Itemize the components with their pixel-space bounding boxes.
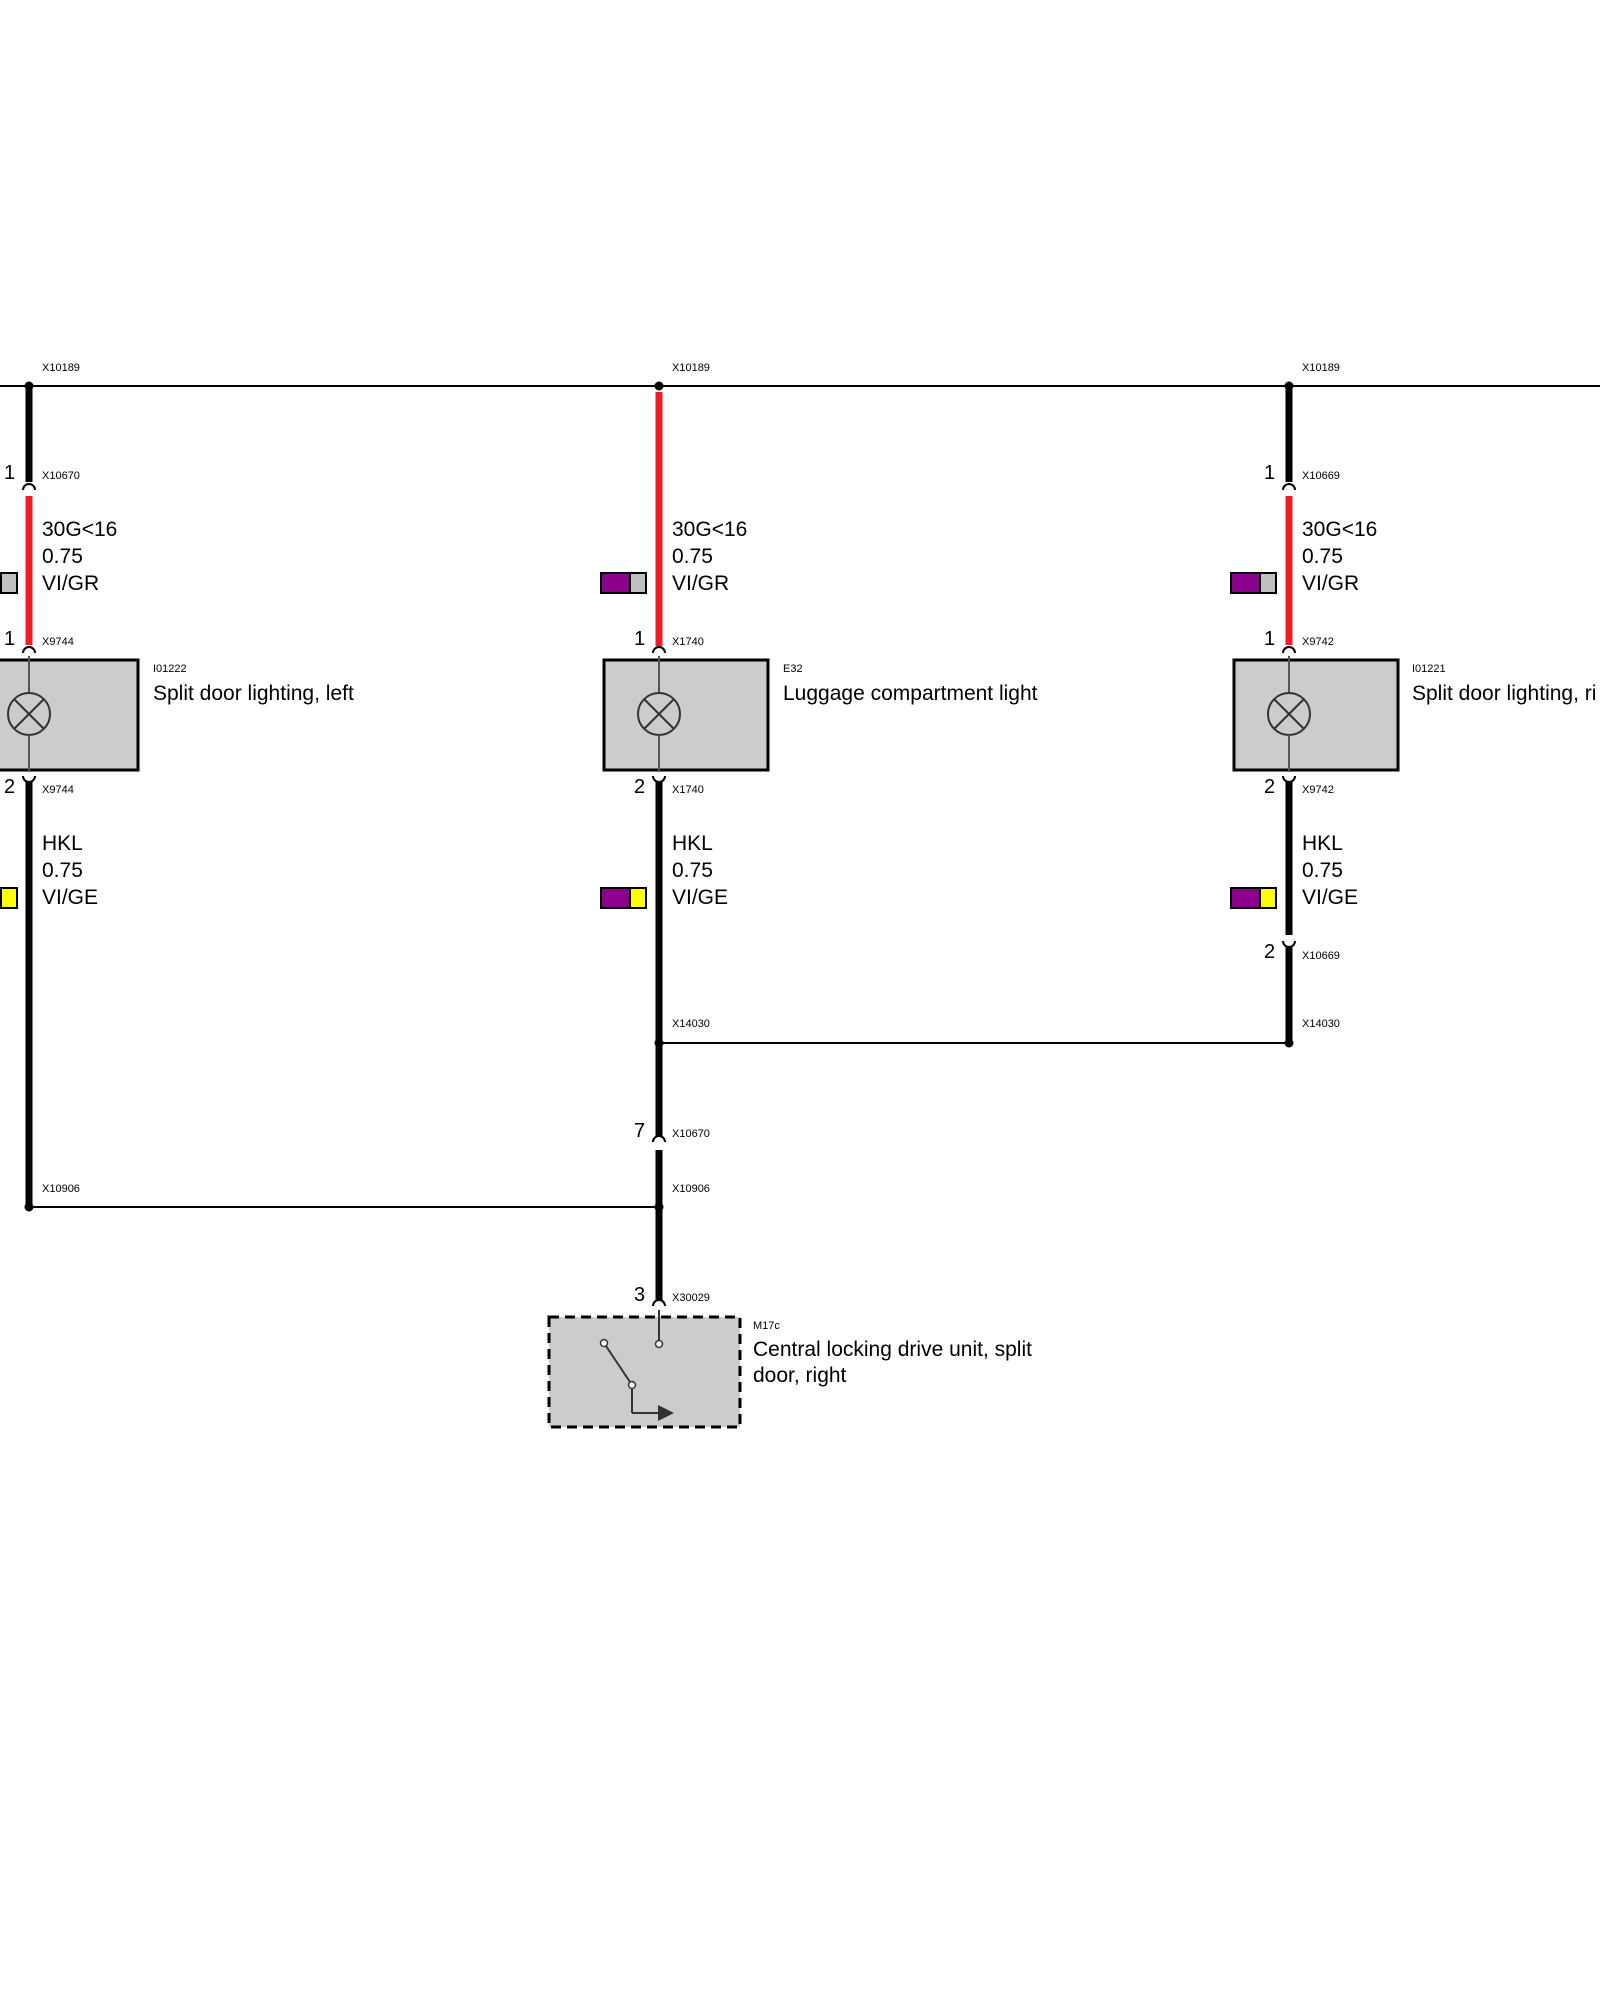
center-connector-7-label: X10670 bbox=[672, 1128, 710, 1140]
motor-component-name-line1: Central locking drive unit, split bbox=[753, 1338, 1032, 1361]
left-component-code: I01222 bbox=[153, 663, 187, 675]
left-wire-color-code-ge bbox=[0, 887, 18, 909]
right-connector-x10669-bottom-symbol bbox=[1282, 940, 1296, 948]
left-wire-top-size: 0.75 bbox=[42, 545, 83, 568]
right-wire-bottom-color: VI/GE bbox=[1302, 886, 1359, 909]
center-wire-top-signal: 30G<16 bbox=[672, 518, 748, 541]
right-bottom-connector-label: X10669 bbox=[1302, 950, 1340, 962]
right-component-name: Split door lighting, ri bbox=[1412, 682, 1597, 705]
right-comp-top-pin-label: 1 bbox=[1264, 628, 1276, 650]
right-wire-top-signal: 30G<16 bbox=[1302, 518, 1378, 541]
center-wire-bottom-signal: HKL bbox=[672, 832, 713, 855]
center-comp-top-connector-label: X1740 bbox=[672, 636, 704, 648]
left-comp-top-connector-label: X9744 bbox=[42, 636, 74, 648]
center-connector-x10670-symbol bbox=[652, 1135, 666, 1143]
left-comp-bottom-pin-label: 2 bbox=[4, 776, 16, 798]
center-motor-pin-label: 3 bbox=[634, 1284, 646, 1306]
splice-dot-right-mid bbox=[1284, 1038, 1294, 1048]
left-top-connector-label: X10670 bbox=[42, 470, 80, 482]
center-component-name: Luggage compartment light bbox=[783, 682, 1038, 705]
center-wire-bottom-color: VI/GE bbox=[672, 886, 729, 909]
right-bottom-pin-label: 2 bbox=[1264, 941, 1276, 963]
center-wire-color-code-ge bbox=[629, 887, 647, 909]
right-connector-x9742-bottom-symbol bbox=[1282, 775, 1296, 783]
right-wire-color-code-vi bbox=[1230, 572, 1261, 594]
center-top-splice-label: X10189 bbox=[672, 362, 710, 374]
left-top-splice-label: X10189 bbox=[42, 362, 80, 374]
left-component-box bbox=[0, 658, 140, 772]
motor-component-name-line2: door, right bbox=[753, 1364, 847, 1387]
center-connector-x1740-bottom-symbol bbox=[652, 775, 666, 783]
right-wire-color-code-gr bbox=[1259, 572, 1277, 594]
right-comp-top-connector-label: X9742 bbox=[1302, 636, 1334, 648]
left-wire-bottom-size: 0.75 bbox=[42, 859, 83, 882]
left-connector-x10670-symbol bbox=[22, 483, 36, 491]
right-comp-bottom-connector-label: X9742 bbox=[1302, 784, 1334, 796]
right-top-connector-label: X10669 bbox=[1302, 470, 1340, 482]
right-connector-x9742-top-symbol bbox=[1282, 646, 1296, 654]
left-comp-bottom-connector-label: X9744 bbox=[42, 784, 74, 796]
right-splice-mid-label: X14030 bbox=[1302, 1018, 1340, 1030]
center-splice-mid-label: X14030 bbox=[672, 1018, 710, 1030]
right-component-box bbox=[1232, 658, 1400, 772]
left-connector-x9744-bottom-symbol bbox=[22, 775, 36, 783]
splice-dot-center-mid bbox=[654, 1038, 664, 1048]
motor-component-code: M17c bbox=[753, 1320, 780, 1332]
center-comp-bottom-connector-label: X1740 bbox=[672, 784, 704, 796]
right-comp-bottom-pin-label: 2 bbox=[1264, 776, 1276, 798]
left-wire-top-color: VI/GR bbox=[42, 572, 100, 595]
center-connector-x1740-top-symbol bbox=[652, 646, 666, 654]
right-connector-x10669-symbol bbox=[1282, 483, 1296, 491]
center-splice-low-label: X10906 bbox=[672, 1183, 710, 1195]
left-wire-top-signal: 30G<16 bbox=[42, 518, 118, 541]
right-wire-top-size: 0.75 bbox=[1302, 545, 1343, 568]
right-top-pin-label: 1 bbox=[1264, 462, 1276, 484]
center-wire-top-color: VI/GR bbox=[672, 572, 730, 595]
right-component-code: I01221 bbox=[1412, 663, 1446, 675]
splice-dot-center-low bbox=[654, 1202, 664, 1212]
switch-icon bbox=[599, 1310, 674, 1421]
center-connector-x30029-symbol bbox=[652, 1299, 666, 1307]
center-component-box bbox=[602, 658, 770, 772]
center-wire-top-size: 0.75 bbox=[672, 545, 713, 568]
left-connector-x9744-top-symbol bbox=[22, 646, 36, 654]
right-wire-color-code-vi-bottom bbox=[1230, 887, 1261, 909]
left-comp-top-pin-label: 1 bbox=[4, 628, 16, 650]
right-wire-bottom-size: 0.75 bbox=[1302, 859, 1343, 882]
center-pin-7-label: 7 bbox=[634, 1120, 646, 1142]
left-bottom-splice-label: X10906 bbox=[42, 1183, 80, 1195]
left-wire-color-code-gr bbox=[0, 572, 18, 594]
splice-dot-left-top bbox=[24, 381, 34, 391]
splice-dot-right-top bbox=[1284, 381, 1294, 391]
center-wire-color-code-vi-bottom bbox=[600, 887, 631, 909]
right-wire-bottom-signal: HKL bbox=[1302, 832, 1343, 855]
center-wire-bottom-size: 0.75 bbox=[672, 859, 713, 882]
center-comp-bottom-pin-label: 2 bbox=[634, 776, 646, 798]
center-wire-color-code-vi bbox=[600, 572, 631, 594]
right-wire-color-code-ge bbox=[1259, 887, 1277, 909]
left-wire-bottom-signal: HKL bbox=[42, 832, 83, 855]
right-wire-top-color: VI/GR bbox=[1302, 572, 1360, 595]
center-component-code: E32 bbox=[783, 663, 803, 675]
left-component-name: Split door lighting, left bbox=[153, 682, 354, 705]
motor-component-box bbox=[547, 1315, 742, 1429]
center-motor-connector-label: X30029 bbox=[672, 1292, 710, 1304]
left-wire-bottom-color: VI/GE bbox=[42, 886, 99, 909]
right-top-splice-label: X10189 bbox=[1302, 362, 1340, 374]
left-top-pin-label: 1 bbox=[4, 462, 16, 484]
center-comp-top-pin-label: 1 bbox=[634, 628, 646, 650]
center-wire-color-code-gr bbox=[629, 572, 647, 594]
splice-dot-left-low bbox=[24, 1202, 34, 1212]
splice-dot-center-top bbox=[654, 381, 664, 391]
